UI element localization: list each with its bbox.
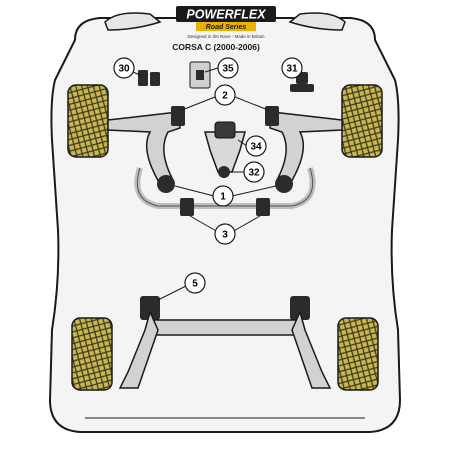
model-title: CORSA C (2000-2006) xyxy=(172,42,260,52)
front-right-tyre xyxy=(341,84,383,158)
callout-label: 2 xyxy=(222,91,228,102)
rear-beam-body xyxy=(149,319,301,336)
bush-5-left xyxy=(140,296,160,320)
tagline: Designed in the Race - Made in Britain xyxy=(187,34,265,39)
callout-5: 5 xyxy=(184,272,206,294)
part-35-icon xyxy=(189,61,211,89)
bush-1-right xyxy=(275,175,293,193)
callout-35: 35 xyxy=(217,57,239,79)
rear-right-trailing-arm xyxy=(291,309,332,389)
bush-2-left xyxy=(171,106,185,126)
bush-5-right xyxy=(290,296,310,320)
front-left-light xyxy=(104,12,162,31)
engine-mount-bush xyxy=(214,121,236,139)
callout-label: 5 xyxy=(192,279,198,290)
bush-2-right xyxy=(265,106,279,126)
logo-background xyxy=(176,6,276,22)
part-30-icon xyxy=(138,70,160,86)
callout-label: 30 xyxy=(118,64,130,75)
front-right-light xyxy=(288,12,346,31)
brand-logo: POWERFLEX xyxy=(186,8,266,22)
callout-2: 2 xyxy=(214,84,236,106)
bushes xyxy=(138,61,314,320)
bush-32 xyxy=(218,166,230,178)
leader-lines xyxy=(132,67,301,301)
callout-1: 1 xyxy=(212,185,234,207)
rear-right-tyre xyxy=(337,317,379,391)
rear-left-trailing-arm xyxy=(118,309,159,389)
bush-3-right xyxy=(256,198,270,216)
callout-label: 1 xyxy=(220,192,226,203)
callout-34: 34 xyxy=(245,135,267,157)
bush-1-left xyxy=(157,175,175,193)
callouts: 30 35 31 2 34 32 1 3 xyxy=(113,57,303,294)
callout-30: 30 xyxy=(113,57,135,79)
callout-label: 35 xyxy=(222,64,234,75)
header: POWERFLEX Road Series Designed in the Ra… xyxy=(172,6,276,52)
callout-3: 3 xyxy=(214,223,236,245)
callout-label: 3 xyxy=(222,230,228,241)
rear-left-tyre xyxy=(71,317,113,391)
series-label: Road Series xyxy=(206,24,247,31)
callout-label: 32 xyxy=(248,168,260,179)
rear-beam xyxy=(118,309,332,389)
callout-31: 31 xyxy=(281,57,303,79)
bush-3-left xyxy=(180,198,194,216)
callout-label: 31 xyxy=(286,64,298,75)
front-left-tyre xyxy=(67,84,109,158)
callout-label: 34 xyxy=(250,142,262,153)
callout-32: 32 xyxy=(243,161,265,183)
series-badge xyxy=(196,22,256,31)
